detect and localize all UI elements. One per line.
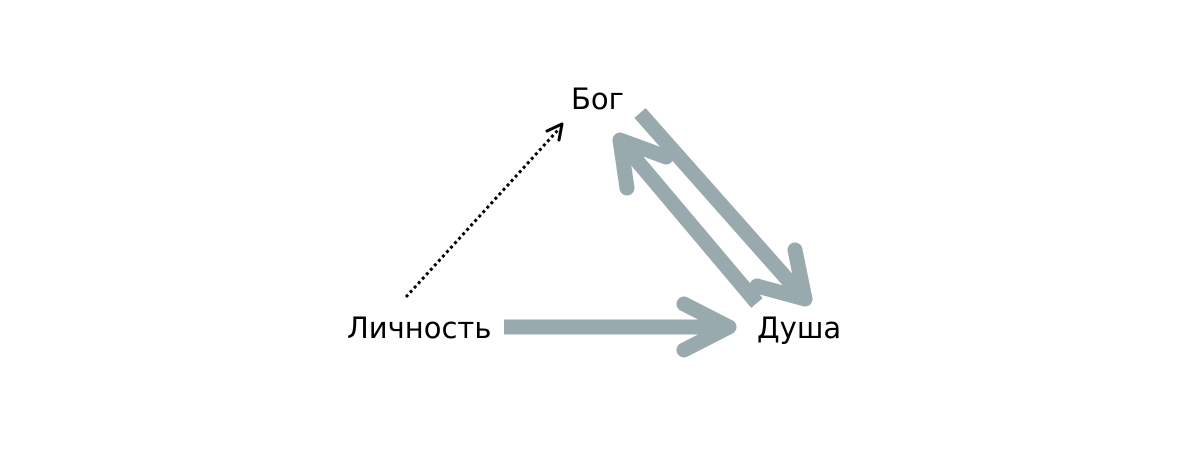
arrow-god-to-soul-head: [749, 242, 813, 307]
node-label-soul: Душа: [757, 311, 842, 345]
node-label-person: Личность: [347, 311, 492, 345]
arrow-god-to-soul: [634, 108, 813, 307]
arrow-soul-to-god: [612, 132, 763, 308]
arrow-god-to-soul-shaft: [634, 108, 809, 302]
arrow-soul-to-god-head: [612, 132, 674, 196]
arrow-person-to-soul-head: [676, 296, 737, 358]
arrow-person-to-soul: [504, 296, 737, 358]
arrow-person-to-god-head: [545, 122, 564, 142]
arrow-soul-to-god-shaft: [616, 138, 763, 308]
arrow-person-to-god: [404, 122, 564, 299]
node-label-god: Бог: [571, 82, 624, 116]
arrow-person-to-god-shaft: [404, 128, 560, 299]
